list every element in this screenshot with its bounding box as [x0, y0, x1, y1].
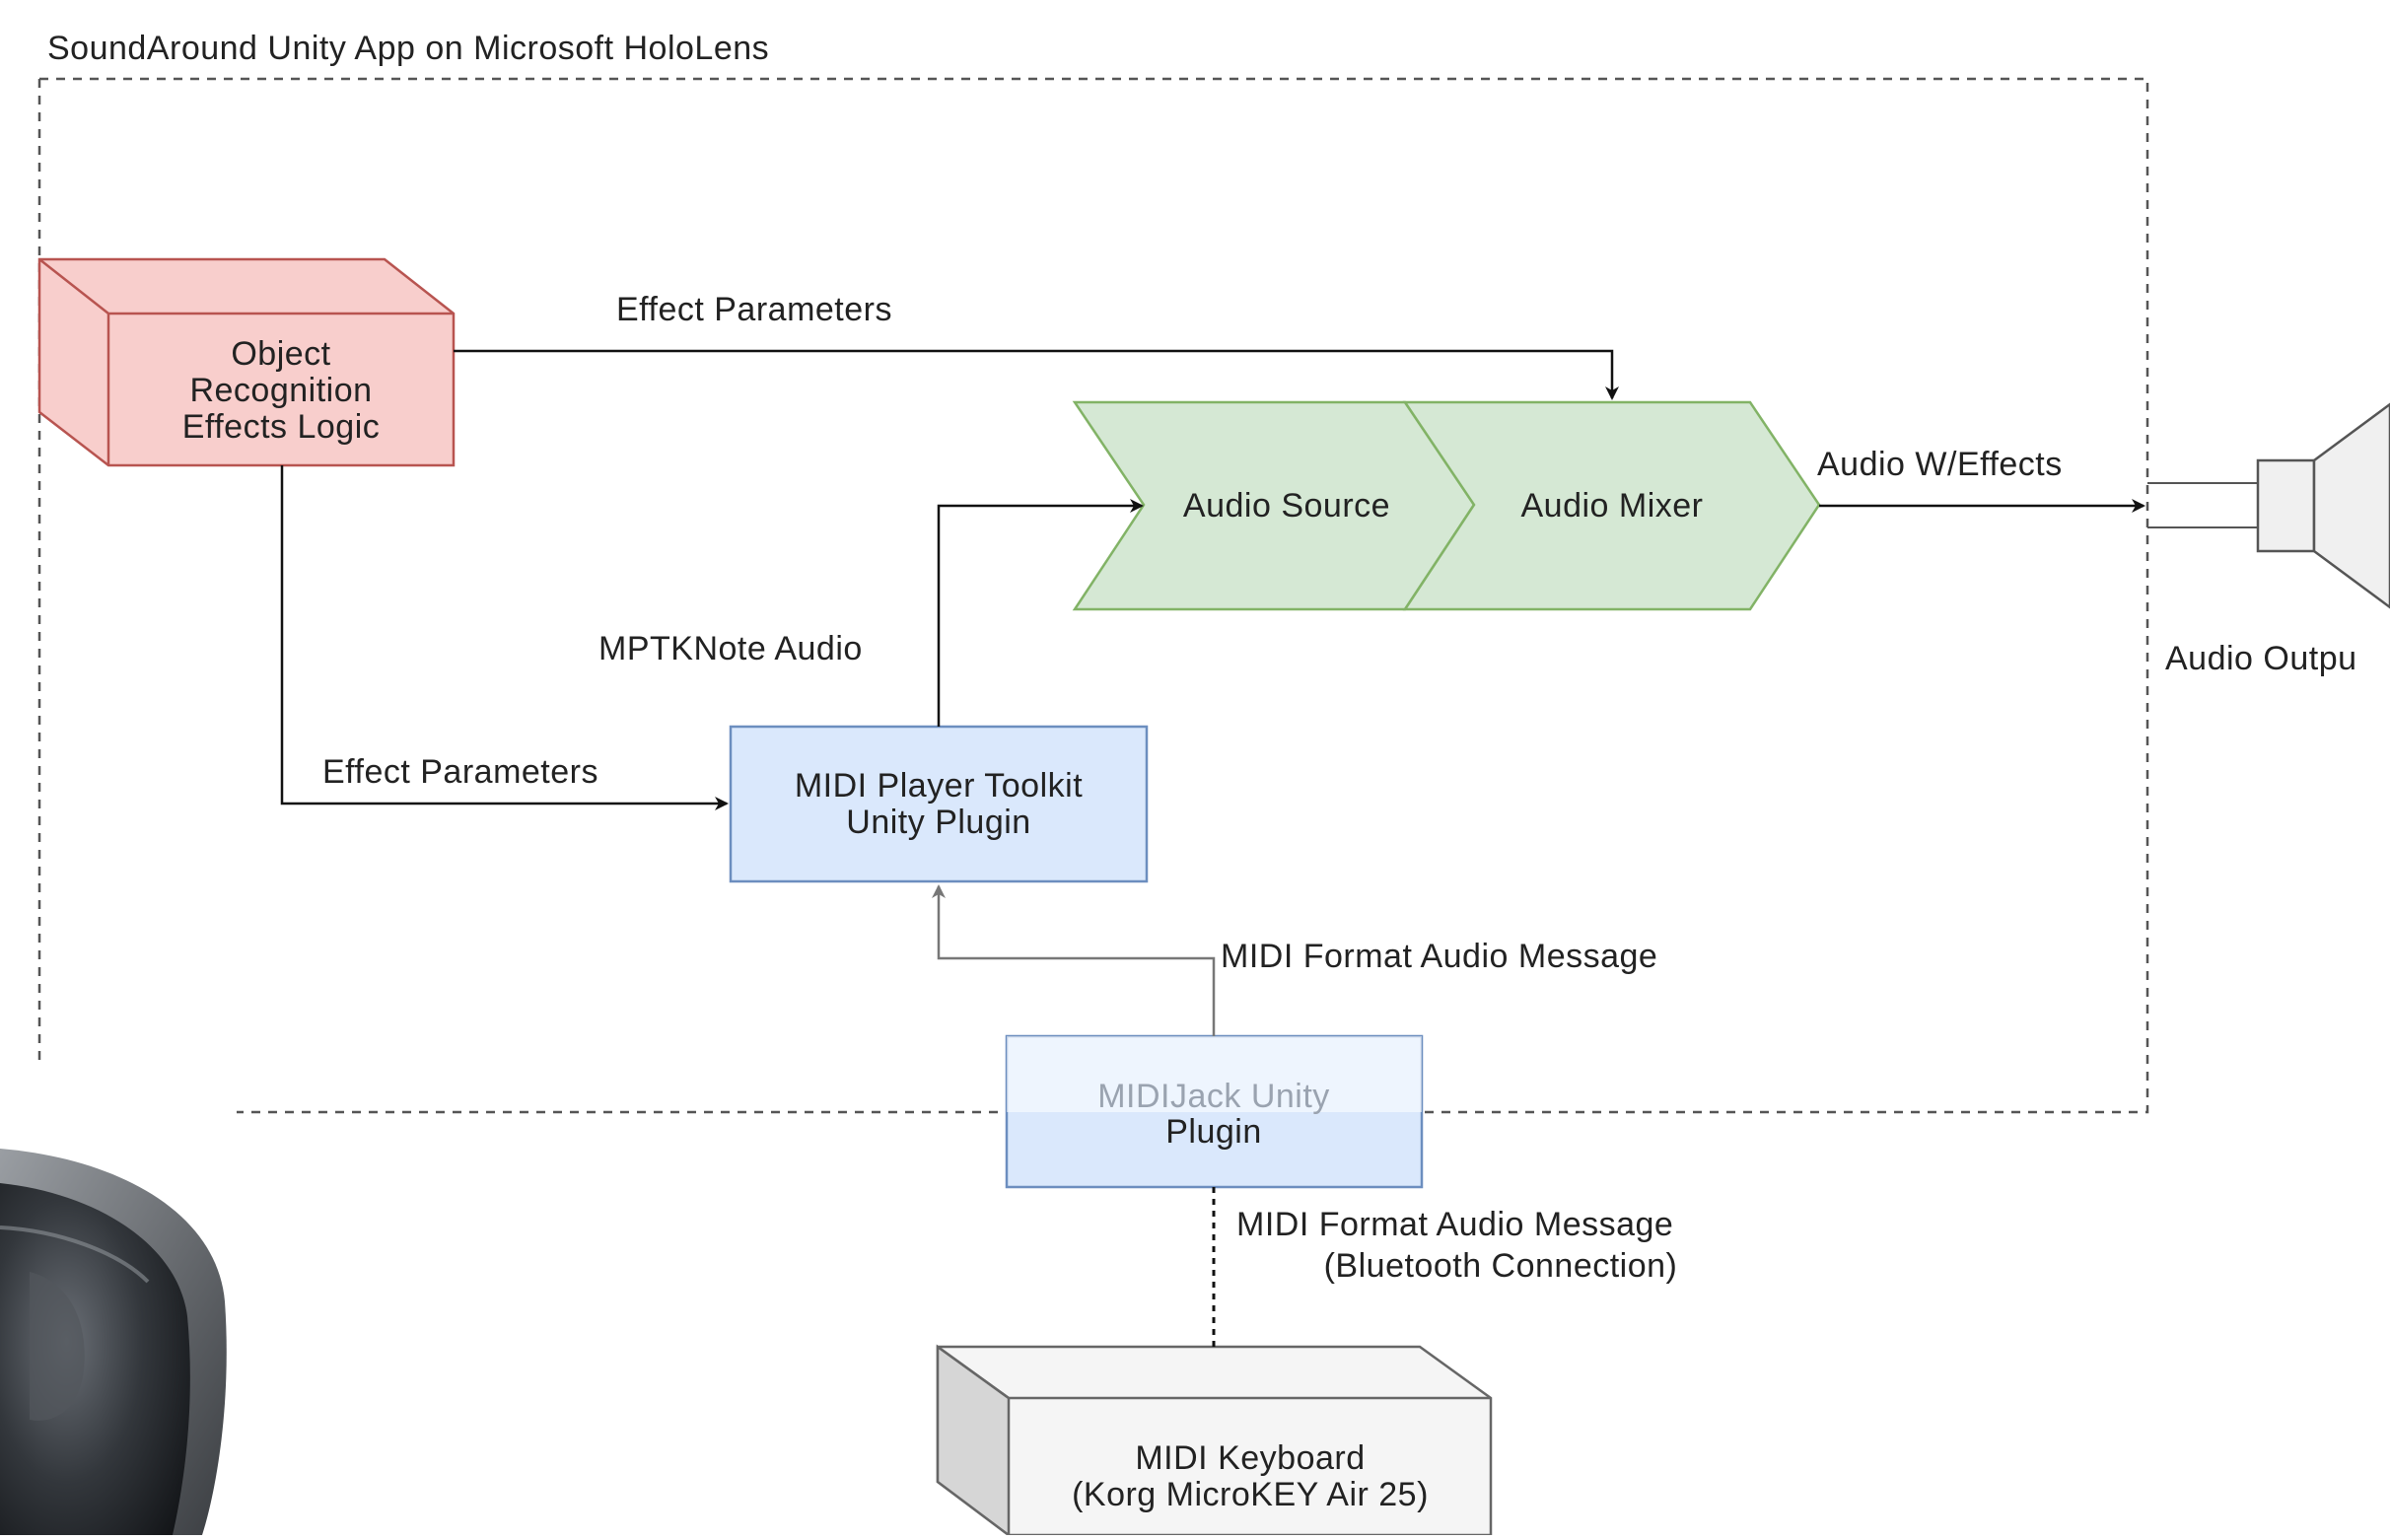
speaker-icon: Audio Outpu: [2147, 402, 2390, 677]
edge-audio-with-effects: Audio W/Effects: [1817, 446, 2145, 513]
audio-with-effects-label: Audio W/Effects: [1817, 446, 2063, 483]
midi-toolkit-line2: Unity Plugin: [846, 804, 1030, 841]
speaker-label: Audio Outpu: [2165, 640, 2357, 677]
midijack-line1: MIDIJack Unity: [1097, 1078, 1330, 1115]
object-recognition-node[interactable]: Object Recognition Effects Logic: [37, 257, 456, 467]
edge-effect-params-top: Effect Parameters: [454, 291, 1619, 400]
edge-midi-format-msg: MIDI Format Audio Message: [932, 884, 1657, 1036]
object-recognition-line2: Recognition: [189, 372, 372, 409]
keyboard-line1: MIDI Keyboard: [1135, 1439, 1365, 1477]
app-container: SoundAround Unity App on Microsoft HoloL…: [37, 30, 2149, 1114]
effect-params-left-label: Effect Parameters: [322, 753, 598, 791]
midi-keyboard-node[interactable]: MIDI Keyboard (Korg MicroKEY Air 25): [936, 1344, 1493, 1538]
effect-params-top-label: Effect Parameters: [616, 291, 892, 328]
edge-effect-params-left: Effect Parameters: [280, 465, 729, 810]
midi-format-msg-label: MIDI Format Audio Message: [1221, 938, 1657, 975]
bluetooth-label-line1: MIDI Format Audio Message: [1236, 1206, 1673, 1243]
midijack-line2: Plugin: [1165, 1113, 1262, 1151]
midijack-plugin-node[interactable]: MIDIJack Unity Plugin: [1005, 1034, 1424, 1189]
midi-player-toolkit-node[interactable]: MIDI Player Toolkit Unity Plugin: [729, 725, 1149, 883]
bluetooth-label-line2: (Bluetooth Connection): [1324, 1247, 1678, 1285]
audio-mixer-label: Audio Mixer: [1520, 487, 1703, 525]
hololens-headset-icon: [0, 1149, 227, 1535]
keyboard-line2: (Korg MicroKEY Air 25): [1072, 1476, 1429, 1513]
object-recognition-line3: Effects Logic: [182, 408, 381, 446]
mptk-note-audio-label: MPTKNote Audio: [598, 630, 863, 667]
edge-bluetooth: MIDI Format Audio Message (Bluetooth Con…: [1212, 1187, 1678, 1347]
audio-mixer-node[interactable]: Audio Mixer: [1402, 400, 1821, 611]
midi-toolkit-line1: MIDI Player Toolkit: [795, 767, 1083, 805]
object-recognition-line1: Object: [231, 335, 330, 373]
audio-source-label: Audio Source: [1183, 487, 1390, 525]
edge-mptk-note-audio: MPTKNote Audio: [598, 499, 1144, 727]
container-title: SoundAround Unity App on Microsoft HoloL…: [47, 30, 769, 67]
